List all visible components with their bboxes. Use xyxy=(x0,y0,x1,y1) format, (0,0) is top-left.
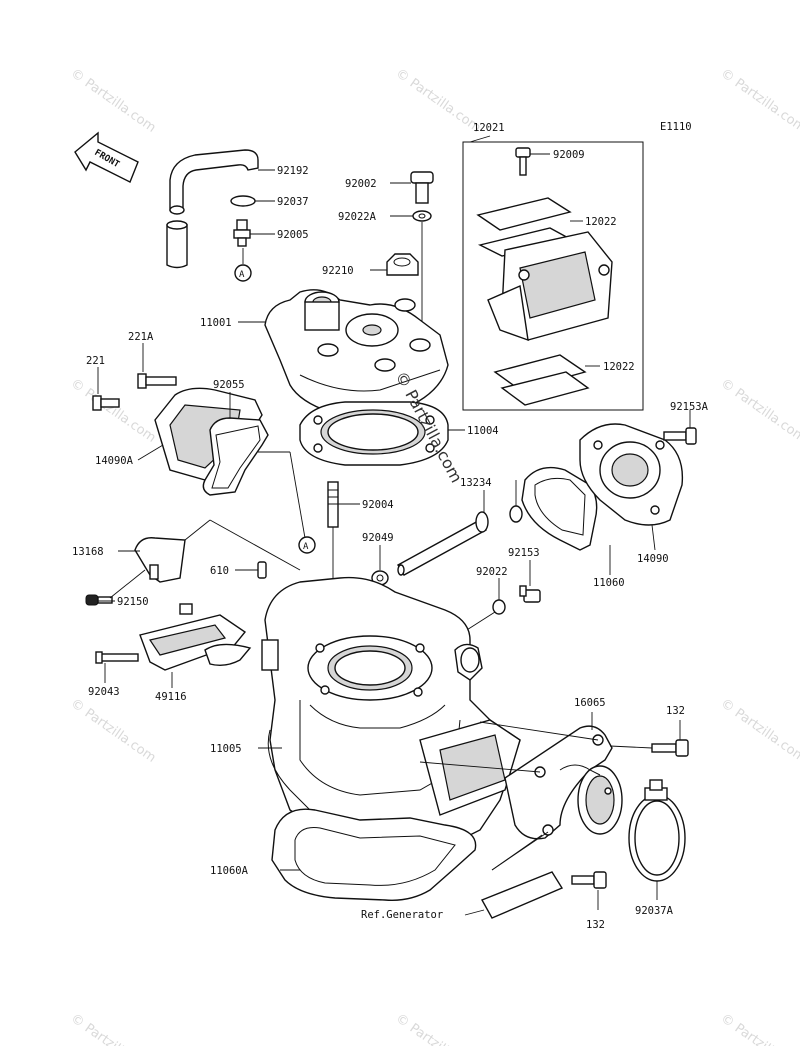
intake-manifold-16065 xyxy=(504,725,623,840)
label-92153: 92153 xyxy=(508,547,540,559)
label-13234: 13234 xyxy=(460,477,492,489)
label-13168: 13168 xyxy=(72,546,104,558)
watermark: © Partzilla.com xyxy=(68,696,159,766)
bolt-92002 xyxy=(410,171,434,204)
head-gasket-11004 xyxy=(299,401,449,466)
reed-stopper xyxy=(476,197,572,231)
ref-marker-a-lower-label: A xyxy=(303,542,309,552)
watermark: © Partzilla.com xyxy=(718,1011,800,1046)
label-ref-generator: Ref.Generator xyxy=(361,909,443,921)
label-11060: 11060 xyxy=(593,577,625,589)
ref-marker-a-upper-label: A xyxy=(239,270,245,280)
label-92153A: 92153A xyxy=(670,401,709,413)
watermark: © Partzilla.com xyxy=(68,66,159,136)
watermark: © Partzilla.com xyxy=(718,376,800,446)
label-92004: 92004 xyxy=(362,499,394,511)
ref-marker-a-lower xyxy=(298,536,316,554)
washer-92022A xyxy=(412,210,432,222)
label-11005: 11005 xyxy=(210,743,242,755)
label-16065: 16065 xyxy=(574,697,606,709)
valve-49116 xyxy=(139,603,252,671)
label-221: 221 xyxy=(86,355,105,367)
label-92055: 92055 xyxy=(213,379,245,391)
gasket-92055 xyxy=(202,417,269,496)
clip-92037 xyxy=(230,195,256,207)
fitting-92005 xyxy=(233,219,251,247)
gasket-11060 xyxy=(521,466,598,551)
reed-valve-box xyxy=(462,141,644,411)
reed-valve-assembly xyxy=(476,147,613,406)
dowel-610 xyxy=(257,561,267,579)
diagram-code: E1110 xyxy=(660,121,692,133)
reed-cage-window xyxy=(519,251,596,319)
bolt-132-upper xyxy=(651,739,689,757)
label-92049: 92049 xyxy=(362,532,394,544)
watermark: © Partzilla.com xyxy=(68,1011,159,1046)
label-92005: 92005 xyxy=(277,229,309,241)
bolt-92153A xyxy=(663,427,697,445)
label-92037A: 92037A xyxy=(635,905,674,917)
label-14090: 14090 xyxy=(637,553,669,565)
reed-gasket-lower xyxy=(493,354,587,391)
clip-13234 xyxy=(509,505,523,523)
label-12021: 12021 xyxy=(473,122,505,134)
bolt-221 xyxy=(92,395,120,411)
label-49116: 49116 xyxy=(155,691,187,703)
label-92037: 92037 xyxy=(277,196,309,208)
bracket-13168 xyxy=(134,537,186,583)
watermark: © Partzilla.com xyxy=(718,66,800,136)
bolt-132-lower xyxy=(571,871,607,889)
label-12022-upper: 12022 xyxy=(585,216,617,228)
cover-14090 xyxy=(579,423,684,526)
ref-marker-a-upper xyxy=(234,264,252,282)
label-132-lower: 132 xyxy=(586,919,605,931)
nut-92210 xyxy=(386,253,419,276)
label-610: 610 xyxy=(210,565,229,577)
label-221A: 221A xyxy=(128,331,154,343)
label-92002: 92002 xyxy=(345,178,377,190)
label-92022A: 92022A xyxy=(338,211,377,223)
label-92192: 92192 xyxy=(277,165,309,177)
label-14090A: 14090A xyxy=(95,455,134,467)
label-11001: 11001 xyxy=(200,317,232,329)
label-92150: 92150 xyxy=(117,596,149,608)
generator-ref-bracket xyxy=(481,871,564,919)
pin-92043 xyxy=(95,651,139,664)
bolt-92150 xyxy=(85,594,113,606)
watermark: © Partzilla.com xyxy=(393,1011,484,1046)
cylinder-11005 xyxy=(261,576,521,851)
front-arrow-icon: FRONT xyxy=(74,131,139,183)
label-12022-lower: 12022 xyxy=(603,361,635,373)
watermark: © Partzilla.com xyxy=(718,696,800,766)
bolt-221A xyxy=(137,373,177,389)
gasket-11060A xyxy=(271,808,477,901)
label-92022: 92022 xyxy=(476,566,508,578)
label-92043: 92043 xyxy=(88,686,120,698)
breather-hose xyxy=(166,149,259,269)
label-92009: 92009 xyxy=(553,149,585,161)
cylinder-head-11001 xyxy=(264,289,449,413)
bolt-92153 xyxy=(519,585,541,603)
clamp-92037A xyxy=(628,779,686,882)
label-11060A: 11060A xyxy=(210,865,249,877)
rod-13234 xyxy=(397,511,489,576)
label-11004: 11004 xyxy=(467,425,499,437)
label-132-upper: 132 xyxy=(666,705,685,717)
watermark: © Partzilla.com xyxy=(393,66,484,136)
stud-92004 xyxy=(327,481,339,528)
screw-92009 xyxy=(515,147,531,176)
label-92210: 92210 xyxy=(322,265,354,277)
